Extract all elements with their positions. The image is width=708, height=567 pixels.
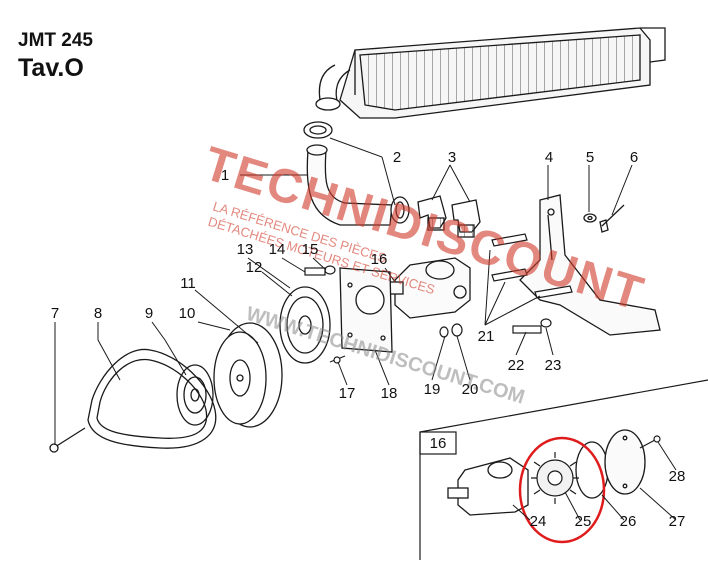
part-label-17: 17 <box>339 385 356 402</box>
bolt-15 <box>304 265 336 276</box>
part-label-14: 14 <box>269 241 286 258</box>
part-label-24: 24 <box>530 513 547 530</box>
part-label-19: 19 <box>424 381 441 398</box>
v-belt <box>87 348 217 449</box>
part-label-5: 5 <box>586 149 594 166</box>
elbow-fittings <box>417 195 481 238</box>
bolt-22 <box>512 318 552 334</box>
part-label-6: 6 <box>630 149 638 166</box>
part-number-labels: 1 2 3 4 5 6 7 8 9 10 11 12 13 14 15 16 1… <box>51 149 686 530</box>
part-label-16: 16 <box>371 251 388 268</box>
detail-box <box>419 379 708 560</box>
part-label-25: 25 <box>575 513 592 530</box>
impeller-highlight <box>518 436 606 544</box>
part-label-3: 3 <box>448 149 456 166</box>
leader-lines <box>54 137 677 521</box>
idler-pulley <box>176 364 214 426</box>
part-label-22: 22 <box>508 357 525 374</box>
part-label-11: 11 <box>180 275 196 292</box>
part-label-2: 2 <box>393 149 401 166</box>
part-label-15: 15 <box>302 241 319 258</box>
part-label-28: 28 <box>669 468 686 485</box>
part-label-21: 21 <box>478 328 495 345</box>
pump-cover <box>604 429 646 495</box>
part-label-8: 8 <box>94 305 102 322</box>
part-label-9: 9 <box>145 305 153 322</box>
table-number: Tav.O <box>18 54 84 82</box>
impeller <box>531 452 579 504</box>
part-label-12: 12 <box>246 259 263 276</box>
bolt <box>599 204 625 233</box>
part-label-4: 4 <box>545 149 553 166</box>
part-label-10: 10 <box>179 305 196 322</box>
part-label-13: 13 <box>237 241 254 258</box>
part-label-27: 27 <box>669 513 686 530</box>
part-label-1: 1 <box>221 167 229 184</box>
part-label-18: 18 <box>381 385 398 402</box>
part-label-23: 23 <box>545 357 562 374</box>
water-pump <box>377 257 471 319</box>
bolt-7 <box>49 427 86 453</box>
pump-pulley <box>279 286 331 364</box>
studs <box>491 233 573 299</box>
washers-19-20 <box>439 323 463 338</box>
part-label-20: 20 <box>462 381 479 398</box>
crankshaft-pulley <box>213 322 283 428</box>
pump-bracket <box>519 194 661 336</box>
detail-box-label: 16 <box>430 435 447 452</box>
part-label-26: 26 <box>620 513 637 530</box>
detail-pump-body <box>447 457 529 516</box>
cover-screw <box>639 435 661 449</box>
pump-plate <box>339 267 393 353</box>
bolt-17 <box>329 355 346 364</box>
heat-exchanger <box>315 27 666 119</box>
hose-clamp <box>303 121 410 224</box>
part-label-7: 7 <box>51 305 59 322</box>
washer <box>583 213 597 223</box>
drawing-code: JMT 245 <box>18 30 93 51</box>
